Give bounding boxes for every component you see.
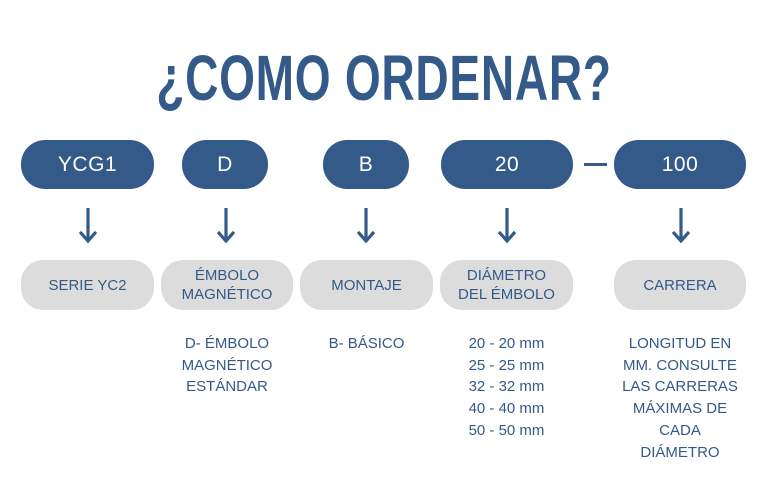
page-title: ¿COMO ORDENAR? bbox=[156, 42, 612, 114]
code-box-stroke: 100 bbox=[614, 140, 746, 189]
label-diameter: DIÁMETRO DEL ÉMBOLO bbox=[440, 260, 573, 310]
description-piston: D- ÉMBOLO MAGNÉTICO ESTÁNDAR bbox=[161, 333, 293, 398]
label-text: MAGNÉTICO bbox=[181, 286, 273, 303]
code-box-series: YCG1 bbox=[21, 140, 154, 189]
description-line: 32 - 32 mm bbox=[468, 378, 545, 396]
label-mounting: MONTAJE bbox=[300, 260, 433, 310]
label-series: SERIE YC2 bbox=[21, 260, 154, 310]
label-text: MONTAJE bbox=[331, 276, 402, 294]
arrow-down-icon bbox=[217, 208, 235, 244]
description-line: LAS CARRERAS bbox=[622, 378, 738, 396]
description-line: 50 - 50 mm bbox=[468, 421, 545, 439]
description-line: B- BÁSICO bbox=[328, 335, 405, 352]
code-box-diameter: 20 bbox=[441, 140, 573, 189]
code-box-piston: D bbox=[182, 140, 268, 189]
label-piston: ÉMBOLO MAGNÉTICO bbox=[161, 260, 293, 310]
description-line: MAGNÉTICO bbox=[181, 356, 273, 374]
description-line: 20 - 20 mm bbox=[468, 335, 545, 352]
label-text: ÉMBOLO bbox=[194, 267, 260, 284]
description-line: DIÁMETRO bbox=[640, 443, 720, 461]
code-box-mounting: B bbox=[323, 140, 409, 189]
separator-dash bbox=[584, 163, 607, 166]
arrow-down-icon bbox=[357, 208, 375, 244]
arrow-down-icon bbox=[672, 208, 690, 244]
description-stroke: LONGITUD EN MM. CONSULTE LAS CARRERAS MÁ… bbox=[606, 333, 754, 463]
arrow-down-icon bbox=[79, 208, 97, 244]
description-line: 40 - 40 mm bbox=[468, 400, 545, 418]
label-text: DIÁMETRO bbox=[466, 267, 547, 284]
description-line: D- ÉMBOLO bbox=[184, 335, 270, 352]
label-text: DEL ÉMBOLO bbox=[458, 286, 555, 303]
description-line: MÁXIMAS DE bbox=[632, 400, 728, 418]
description-line: MM. CONSULTE bbox=[623, 356, 737, 374]
description-line: ESTÁNDAR bbox=[186, 378, 268, 396]
label-text: SERIE YC2 bbox=[48, 276, 127, 294]
label-stroke: CARRERA bbox=[614, 260, 746, 310]
description-line: 25 - 25 mm bbox=[468, 356, 545, 374]
description-line: LONGITUD EN bbox=[628, 335, 732, 352]
arrow-down-icon bbox=[498, 208, 516, 244]
description-mounting: B- BÁSICO bbox=[300, 333, 433, 355]
description-diameter: 20 - 20 mm 25 - 25 mm 32 - 32 mm 40 - 40… bbox=[440, 333, 573, 442]
description-line: CADA bbox=[659, 421, 701, 439]
label-text: CARRERA bbox=[643, 276, 717, 294]
